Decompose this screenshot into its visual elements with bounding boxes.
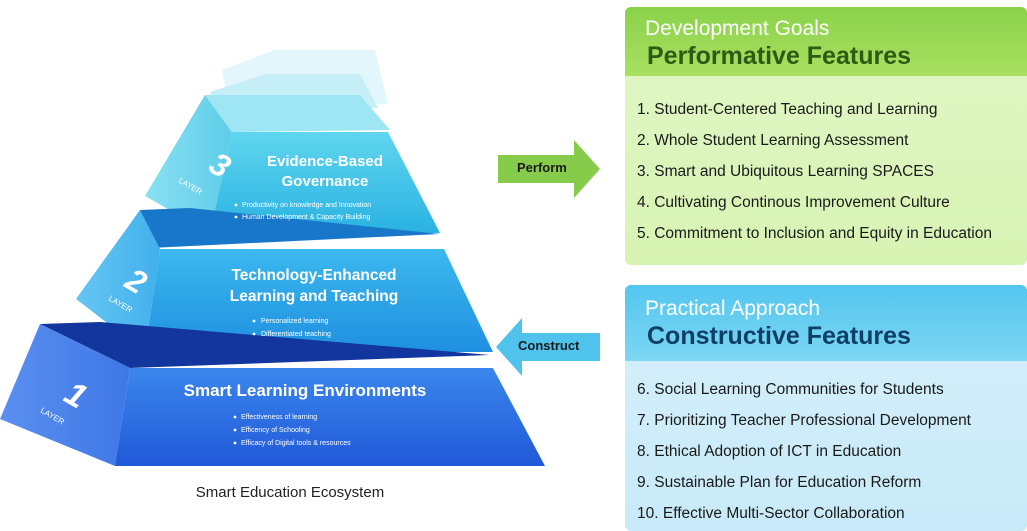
list-item: 3. Smart and Ubiquitous Learning SPACES <box>637 163 934 180</box>
development-goals-panel: Development Goals Performative Features … <box>625 7 1027 265</box>
layer-1-top <box>40 322 490 368</box>
layer-3-front <box>210 132 440 233</box>
layer-3-side <box>145 95 232 233</box>
construct-label: Construct <box>518 338 580 353</box>
bullet-dot <box>234 203 238 207</box>
layer-1-bullet-1: Effectiveness of learning <box>241 414 317 421</box>
list-item: 1. Student-Centered Teaching and Learnin… <box>637 101 938 118</box>
list-item: 2. Whole Student Learning Assessment <box>637 132 909 149</box>
layer-3-top <box>205 95 390 132</box>
layer-2-side <box>76 210 160 352</box>
layer-1-bullet-2: Efficency of Schooling <box>241 427 310 434</box>
layer-2-top <box>140 208 440 248</box>
bullet-dot <box>233 441 237 445</box>
development-goals-subtitle: Development Goals <box>645 17 830 40</box>
bullet-dot <box>233 428 237 432</box>
layer-3-bullet-2: Human Development & Capacity Building <box>242 214 371 221</box>
bullet-dot <box>234 215 238 219</box>
layer-1-front <box>115 368 545 466</box>
layer-3-title-line-2: Governance <box>282 173 369 190</box>
layer-2-bullet-1: Personalized learning <box>261 318 328 325</box>
list-item: 9. Sustainable Plan for Education Reform <box>637 474 922 491</box>
practical-approach-subtitle: Practical Approach <box>645 297 821 320</box>
performative-features-title: Performative Features <box>647 42 912 70</box>
layer-2-bullet-2: Differentiated teaching <box>261 331 331 338</box>
development-goals-header: Development Goals Performative Features <box>625 7 1027 76</box>
layer-1-title-line-1: Smart Learning Environments <box>184 381 427 400</box>
list-item: 6. Social Learning Communities for Stude… <box>637 381 944 398</box>
layer-3-title-line-1: Evidence-Based <box>267 153 383 170</box>
list-item: 8. Ethical Adoption of ICT in Education <box>637 443 902 460</box>
layer-3-bullet-1: Productivity on knowledge and Innovation <box>242 202 371 209</box>
list-item: 4. Cultivating Continous Improvement Cul… <box>637 194 950 211</box>
list-item: 7. Prioritizing Teacher Professional Dev… <box>637 412 971 429</box>
layer-1-side <box>0 324 130 466</box>
list-item: 10. Effective Multi-Sector Collaboration <box>637 505 905 522</box>
bullet-dot <box>252 319 256 323</box>
performative-features-list: 1. Student-Centered Teaching and Learnin… <box>625 76 1027 249</box>
pyramid-caption: Smart Education Ecosystem <box>195 484 385 501</box>
construct-arrow-icon <box>496 318 600 376</box>
list-item: 5. Commitment to Inclusion and Equity in… <box>637 225 992 242</box>
perform-label: Perform <box>517 160 567 175</box>
bullet-dot <box>233 415 237 419</box>
practical-approach-panel: Practical Approach Constructive Features… <box>625 285 1027 531</box>
bullet-dot <box>252 332 256 336</box>
constructive-features-list: 6. Social Learning Communities for Stude… <box>625 361 1027 529</box>
layer-1-bullet-3: Efficacy of Digital tools & resources <box>241 440 351 447</box>
pyramid-diagram: 3 LAYER Evidence-Based Governance Produc… <box>0 50 545 466</box>
layer-2-front <box>145 249 493 352</box>
layer-2-title-line-2: Learning and Teaching <box>230 288 399 305</box>
perform-arrow-icon <box>498 140 600 198</box>
layer-2-title-line-1: Technology-Enhanced <box>231 267 396 284</box>
constructive-features-title: Constructive Features <box>647 322 911 350</box>
practical-approach-header: Practical Approach Constructive Features <box>625 285 1027 361</box>
